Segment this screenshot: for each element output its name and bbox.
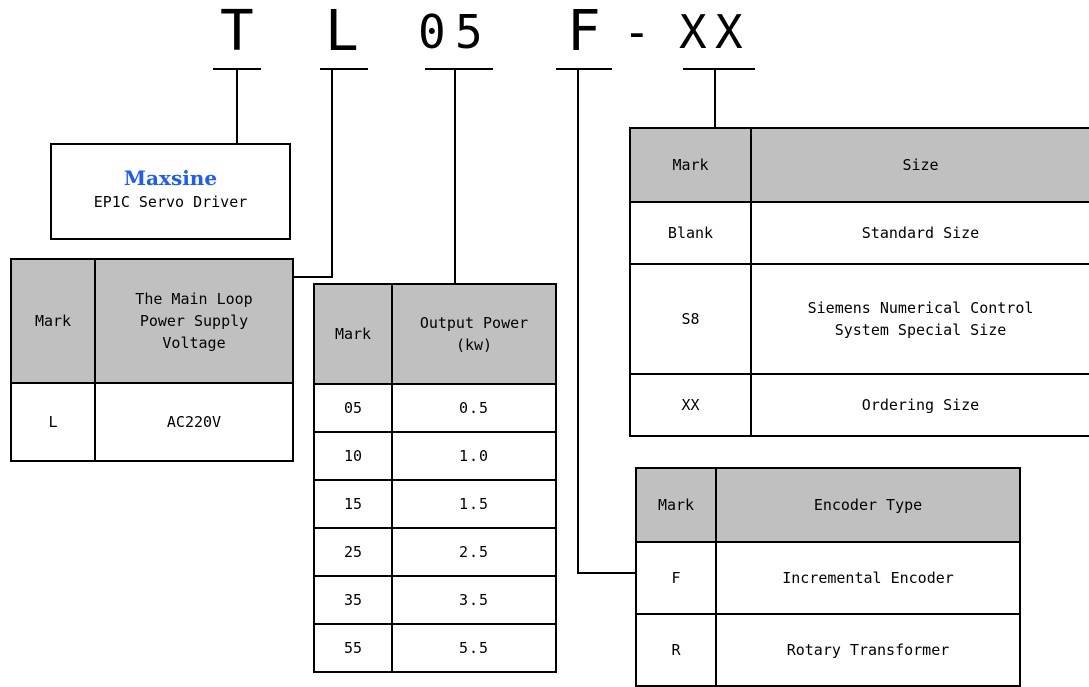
table-row: L AC220V	[10, 382, 294, 462]
voltage-table: Mark The Main Loop Power Supply Voltage …	[10, 258, 294, 462]
power-header-desc: Output Power (kw)	[391, 283, 557, 385]
encoder-mark: R	[635, 613, 717, 687]
size-table-header: Mark Size	[629, 127, 1089, 203]
power-value: 2.5	[391, 527, 557, 577]
underline-xx	[683, 68, 755, 70]
encoder-table: Mark Encoder Type F Incremental Encoder …	[635, 467, 1021, 687]
connector-f-vertical	[577, 68, 579, 574]
size-value: Siemens Numerical Control System Special…	[750, 263, 1089, 375]
code-char-dash: -	[623, 5, 651, 59]
size-mark: XX	[629, 373, 752, 437]
encoder-value: Incremental Encoder	[715, 541, 1021, 615]
table-row: XX Ordering Size	[629, 373, 1089, 437]
size-mark: S8	[629, 263, 752, 375]
power-value: 1.0	[391, 431, 557, 481]
voltage-value: AC220V	[94, 382, 294, 462]
voltage-mark: L	[10, 382, 96, 462]
connector-05	[454, 68, 456, 284]
code-char-t: T	[220, 0, 254, 64]
connector-t	[236, 68, 238, 144]
power-value: 1.5	[391, 479, 557, 529]
table-row: 10 1.0	[313, 431, 557, 481]
output-power-table: Mark Output Power (kw) 05 0.5 10 1.0 15 …	[313, 283, 557, 673]
code-char-x2: X	[715, 5, 743, 59]
encoder-header-desc: Encoder Type	[715, 467, 1021, 543]
power-mark: 10	[313, 431, 393, 481]
voltage-table-header: Mark The Main Loop Power Supply Voltage	[10, 258, 294, 384]
power-mark: 55	[313, 623, 393, 673]
power-mark: 25	[313, 527, 393, 577]
size-header-mark: Mark	[629, 127, 752, 203]
size-header-desc: Size	[750, 127, 1089, 203]
table-row: 15 1.5	[313, 479, 557, 529]
power-mark: 35	[313, 575, 393, 625]
table-row: 25 2.5	[313, 527, 557, 577]
code-char-x1: X	[679, 5, 707, 59]
size-value: Standard Size	[750, 201, 1089, 265]
voltage-header-mark: Mark	[10, 258, 96, 384]
code-char-5: 5	[455, 5, 483, 59]
table-row: S8 Siemens Numerical Control System Spec…	[629, 263, 1089, 375]
table-row: F Incremental Encoder	[635, 541, 1021, 615]
connector-xx	[714, 68, 716, 128]
table-row: R Rotary Transformer	[635, 613, 1021, 687]
power-mark: 15	[313, 479, 393, 529]
power-mark: 05	[313, 383, 393, 433]
size-table: Mark Size Blank Standard Size S8 Siemens…	[629, 127, 1089, 437]
connector-l-vertical	[331, 68, 333, 278]
voltage-header-desc: The Main Loop Power Supply Voltage	[94, 258, 294, 384]
power-table-header: Mark Output Power (kw)	[313, 283, 557, 385]
code-char-l: L	[325, 0, 359, 64]
brand-name: Maxsine	[123, 166, 218, 190]
product-name: EP1C Servo Driver	[93, 193, 248, 211]
table-row: 05 0.5	[313, 383, 557, 433]
size-mark: Blank	[629, 201, 752, 265]
code-char-f: F	[567, 0, 601, 64]
underline-l	[320, 68, 368, 70]
encoder-header-mark: Mark	[635, 467, 717, 543]
power-value: 0.5	[391, 383, 557, 433]
encoder-value: Rotary Transformer	[715, 613, 1021, 687]
size-value: Ordering Size	[750, 373, 1089, 437]
encoder-mark: F	[635, 541, 717, 615]
power-header-mark: Mark	[313, 283, 393, 385]
power-value: 3.5	[391, 575, 557, 625]
underline-f	[556, 68, 612, 70]
brand-box: Maxsine EP1C Servo Driver	[50, 143, 291, 240]
encoder-table-header: Mark Encoder Type	[635, 467, 1021, 543]
connector-f-horizontal	[577, 572, 635, 574]
power-value: 5.5	[391, 623, 557, 673]
table-row: 55 5.5	[313, 623, 557, 673]
connector-l-horizontal	[292, 276, 333, 278]
table-row: 35 3.5	[313, 575, 557, 625]
underline-05	[425, 68, 493, 70]
code-char-0: 0	[418, 5, 446, 59]
table-row: Blank Standard Size	[629, 201, 1089, 265]
